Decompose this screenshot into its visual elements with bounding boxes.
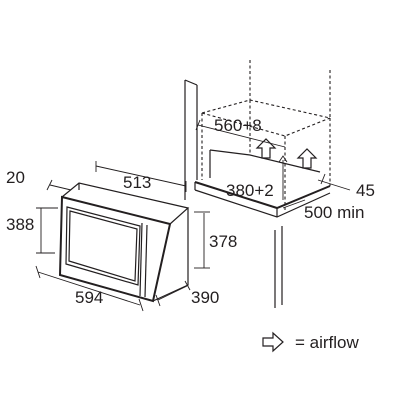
airflow-arrow-right	[296, 148, 318, 169]
label-niche-depth: 500 min	[304, 203, 364, 222]
airflow-legend: = airflow	[262, 331, 359, 353]
label-width-513: 513	[123, 173, 151, 192]
niche-dimension-lines	[195, 119, 351, 209]
label-height-388: 388	[6, 215, 34, 234]
airflow-arrow-left	[255, 138, 277, 159]
microwave-dimension-lines	[35, 161, 210, 312]
airflow-legend-arrow-icon	[262, 331, 284, 353]
label-height-378: 378	[209, 232, 237, 251]
microwave-oven	[58, 182, 190, 303]
label-depth-20: 20	[6, 168, 25, 187]
installation-niche	[184, 60, 331, 308]
label-width-594: 594	[75, 288, 103, 307]
label-niche-height: 380+2	[226, 181, 274, 200]
airflow-legend-label: = airflow	[295, 333, 359, 352]
label-depth-390: 390	[191, 288, 219, 307]
label-niche-gap-45: 45	[356, 181, 375, 200]
label-niche-width: 560+8	[214, 116, 262, 135]
